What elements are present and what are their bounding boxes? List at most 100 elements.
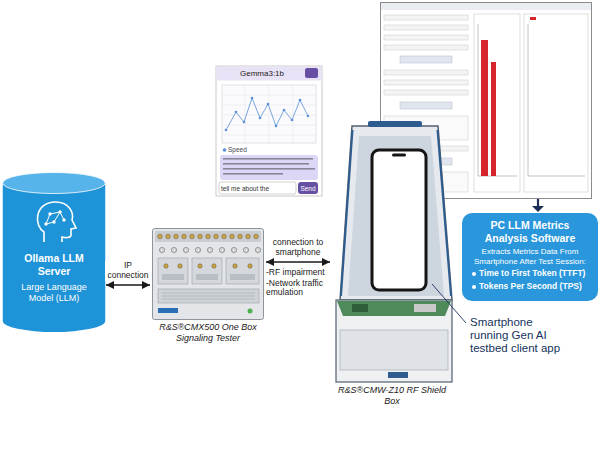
shield-box: [372, 150, 426, 290]
signaling-tester: [158, 308, 178, 313]
shield-box: [414, 304, 436, 312]
server-description: Large Language Model (LLM): [8, 282, 100, 304]
signaling-tester: [158, 289, 259, 303]
connection-label: IP connection: [105, 261, 151, 281]
box-description: Extracts Metrics Data From Smartphone Af…: [469, 247, 591, 266]
signaling-tester: [192, 258, 222, 284]
signaling-tester: [162, 274, 184, 280]
instrument-caption: R&S®CMX500 One Box Signaling Tester: [150, 322, 266, 344]
software-screenshot: [530, 17, 536, 20]
cylinder-shape: [3, 183, 106, 332]
shield-box-unit: R&S®CMW-Z10 RF Shield Box: [330, 118, 454, 408]
signaling-tester: [248, 264, 252, 268]
signaling-tester: [158, 234, 163, 239]
app-screenshot: [225, 129, 228, 132]
signaling-tester: [164, 264, 168, 268]
shield-box: [337, 301, 451, 316]
ai-head-icon: [46, 212, 64, 224]
signaling-tester: [159, 247, 164, 252]
signaling-tester: [196, 274, 218, 280]
ai-head-icon: [44, 222, 47, 225]
bullet-item: Tokens Per Second (TPS): [469, 281, 591, 291]
instrument: R&S®CMX500 One Box Signaling Tester: [150, 228, 266, 344]
signaling-tester: [231, 247, 236, 252]
app-screenshot: [223, 168, 315, 170]
chat-input: tell me about the: [221, 185, 269, 192]
signaling-tester: [174, 234, 179, 239]
shield-box: [341, 130, 353, 296]
software-box: PC LLM Metrics Analysis SoftwareExtracts…: [462, 213, 598, 301]
app-screenshot: [223, 163, 309, 165]
app-screenshot: [275, 125, 278, 128]
signaling-tester: [233, 264, 237, 268]
app-title: Gemma3:1b: [226, 69, 298, 78]
callout-text: Smartphone running Gen AI testbed client…: [470, 316, 566, 356]
app-screenshot: [291, 119, 294, 122]
app-screenshot: [217, 67, 322, 81]
signaling-tester: [206, 234, 211, 239]
signaling-tester: [243, 247, 248, 252]
shield-box: [340, 330, 448, 370]
signaling-tester: [155, 231, 261, 242]
ai-head-icon: [52, 220, 55, 223]
app-screenshot: [293, 85, 294, 143]
shield-box: [352, 304, 368, 312]
ai-head-icon: [37, 202, 76, 242]
bullet-item: Time to First Token (TTFT): [469, 268, 591, 278]
chart-legend: Speed: [228, 146, 247, 153]
signaling-tester: [219, 247, 224, 252]
app-screenshot: [220, 155, 318, 180]
app-screenshot: [269, 85, 270, 143]
flow-arrow: [537, 199, 539, 207]
box-title: PC LLM Metrics Analysis Software: [469, 219, 591, 244]
signaling-tester: [226, 258, 259, 284]
software-screenshot: [384, 25, 468, 30]
software-screenshot: [478, 24, 479, 176]
software-screenshot: [384, 15, 468, 20]
signaling-tester: [190, 234, 195, 239]
signaling-tester: [153, 229, 264, 320]
cylinder-shape: [3, 173, 106, 194]
app-screenshot: [216, 66, 322, 196]
flow-arrow: [532, 199, 544, 212]
ai-head-icon: [58, 210, 61, 213]
signaling-tester: [255, 247, 260, 252]
app-screenshot: [283, 109, 286, 112]
signaling-tester: [222, 234, 227, 239]
app-screenshot: [299, 99, 302, 102]
software-screenshot: [528, 24, 529, 176]
ai-head-icon: [48, 212, 51, 215]
connector-arrow: [106, 284, 150, 285]
signaling-tester: [183, 247, 188, 252]
signaling-tester: [230, 274, 255, 280]
server-title: Ollama LLM Server: [8, 252, 100, 277]
signaling-tester: [238, 234, 243, 239]
app-screenshot: [251, 97, 254, 100]
signaling-tester: [198, 234, 203, 239]
app-screenshot: [223, 148, 227, 152]
signaling-tester: [246, 234, 251, 239]
app-screenshot: [216, 66, 322, 196]
shield-box: [438, 130, 452, 296]
software-screenshot: [528, 176, 585, 177]
software-screenshot: [491, 62, 496, 176]
signaling-tester: [182, 234, 187, 239]
software-screenshot: [384, 70, 468, 75]
shield-box: [348, 136, 444, 296]
software-screenshot: [384, 80, 468, 85]
app-screenshot: [307, 115, 310, 118]
app-screenshot: [223, 158, 313, 160]
flow-arrow: [532, 206, 544, 212]
connector-arrow: [266, 261, 330, 262]
signaling-tester: [248, 309, 253, 314]
software-screenshot: [400, 56, 452, 63]
software-screenshot: [384, 35, 468, 40]
signaling-tester: [158, 258, 188, 284]
shield-box: [340, 126, 452, 300]
app-screenshot: [298, 182, 318, 194]
signaling-tester: [171, 247, 176, 252]
app-screenshot: [267, 103, 270, 106]
app-screenshot: [259, 117, 262, 120]
software-screenshot: [474, 14, 520, 192]
